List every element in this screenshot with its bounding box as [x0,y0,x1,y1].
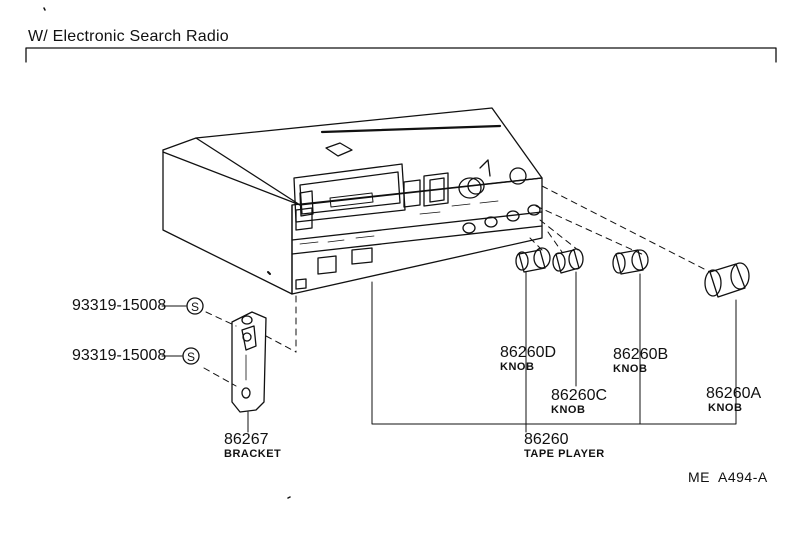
bracket-part-number: 86267 [224,431,269,448]
tape-player-part-number: 86260 [524,431,569,448]
knob-c [552,248,584,274]
screw-symbol-1 [186,297,204,315]
screw-1-part-number: 93319-15008 [72,297,167,314]
knob-c-part-number: 86260C [551,387,608,404]
knob-a [704,262,750,298]
bracket-name: BRACKET [224,448,282,460]
knob-a-name: KNOB [708,402,743,414]
bracket [231,311,267,413]
diagram-title: W/ Electronic Search Radio [28,28,229,45]
screw-2-part-number: 93319-15008 [72,347,167,364]
screw-symbol-2 [182,347,200,365]
knob-c-name: KNOB [551,404,586,416]
knob-b-part-number: 86260B [613,346,669,363]
knob-d [515,247,551,273]
tape-player-name: TAPE PLAYER [524,448,605,460]
title-frame [25,47,777,63]
knob-d-part-number: 86260D [500,344,557,361]
tape-player-unit [162,107,543,295]
knob-b-name: KNOB [613,363,648,375]
knob-b [612,249,649,275]
reference-code: ME A494-A [688,469,768,485]
knob-d-name: KNOB [500,361,535,373]
screw-symbol-2-letter: S [187,350,195,364]
knob-a-part-number: 86260A [706,385,762,402]
screw-symbol-1-letter: S [191,300,199,314]
